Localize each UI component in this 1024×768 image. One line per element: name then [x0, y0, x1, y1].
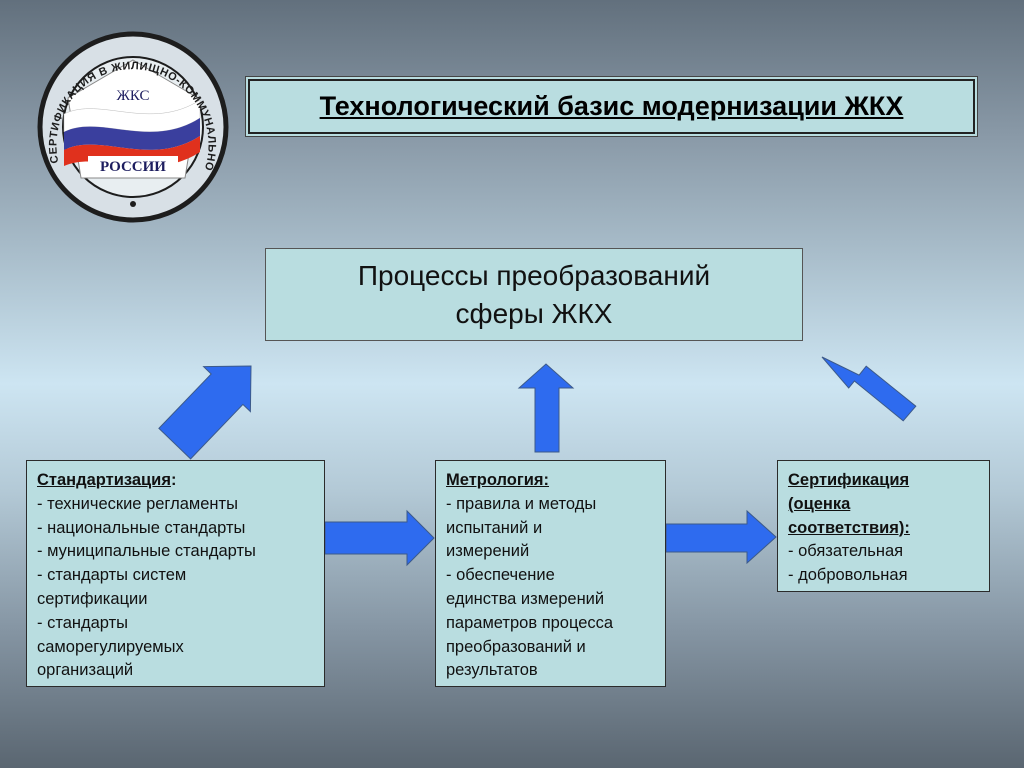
standardization-item: организаций [37, 661, 134, 680]
standardization-item: - стандарты [37, 613, 129, 632]
metrology-item: - правила и методы [446, 494, 597, 513]
metrology-item: испытаний и [446, 518, 543, 537]
arrow-right-std-to-metrology [324, 509, 435, 567]
metrology-item: результатов [446, 661, 538, 680]
logo-bottom-label: РОССИИ [100, 159, 166, 175]
title-box: Технологический базис модернизации ЖКХ [248, 79, 975, 134]
process-box: Процессы преобразований сферы ЖКХ [265, 248, 803, 341]
standardization-item: саморегулируемых [37, 637, 184, 656]
logo-label-backdrop [88, 156, 178, 176]
standardization-item: - стандарты систем [37, 566, 187, 585]
certification-heading-line: Сертификация [788, 471, 910, 489]
process-line-2: сферы ЖКХ [455, 297, 613, 329]
certification-card: Сертификация (оценка соответствия): - об… [777, 460, 990, 592]
standardization-heading-colon: : [170, 471, 177, 489]
process-line-1: Процессы преобразований [357, 259, 711, 291]
standardization-heading: Стандартизация [37, 471, 171, 489]
metrology-item: - обеспечение [446, 566, 555, 585]
certification-heading-line: соответствия): [788, 518, 910, 537]
arrow-up-right-to-process [821, 356, 917, 422]
arrow-up-left-to-process [158, 365, 252, 460]
logo-top-label: ЖКС [116, 88, 149, 104]
standardization-item: - национальные стандарты [37, 518, 246, 537]
standardization-item: - технические регламенты [37, 494, 238, 513]
certification-heading-line: (оценка [788, 494, 851, 513]
certification-item: - добровольная [788, 566, 908, 585]
standardization-item: сертификации [37, 589, 148, 608]
metrology-card: Метрология: - правила и методы испытаний… [435, 460, 666, 687]
metrology-heading: Метрология: [446, 471, 550, 489]
standardization-heading-row: Стандартизация: [37, 469, 314, 493]
page-title: Технологический базис модернизации ЖКХ [319, 91, 904, 121]
metrology-item: измерений [446, 542, 530, 561]
metrology-item: единства измерений [446, 589, 605, 608]
logo-flag-blue [64, 118, 200, 150]
arrow-right-metrology-to-cert [665, 509, 777, 565]
certification-item: - обязательная [788, 542, 904, 561]
standardization-item: - муниципальные стандарты [37, 542, 256, 561]
standardization-card: Стандартизация: - технические регламенты… [26, 460, 325, 687]
logo-dot [130, 201, 136, 207]
metrology-item: параметров процесса [446, 613, 614, 632]
arrow-up-to-process [517, 363, 575, 453]
metrology-item: преобразований и [446, 637, 586, 656]
